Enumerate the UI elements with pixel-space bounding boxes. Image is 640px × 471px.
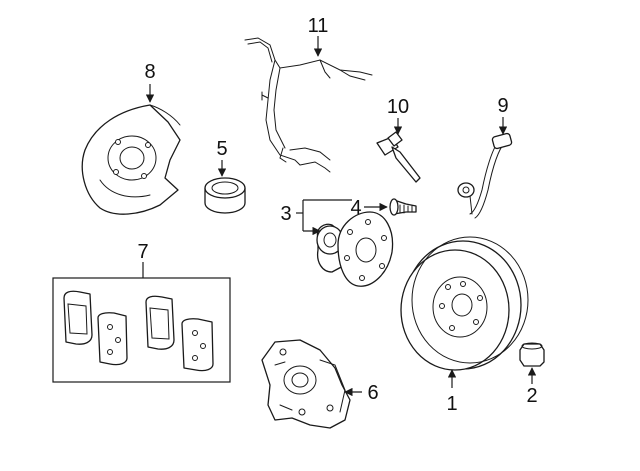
callout-4: 4: [350, 197, 361, 219]
hub-bolt-part: [389, 198, 417, 216]
callout-7: 7: [137, 241, 148, 263]
hub-bearing-part: [316, 211, 394, 287]
pad-kit-box: [52, 277, 231, 383]
abs-sensor-part: [376, 131, 421, 183]
nut-part: [519, 342, 545, 367]
brake-pads-part: [63, 290, 214, 372]
dust-shield-part: [81, 104, 181, 215]
callout-10: 10: [387, 96, 409, 118]
callout-11: 11: [308, 15, 329, 37]
callout-9: 9: [497, 95, 508, 117]
callout-3: 3: [280, 203, 291, 225]
seal-part: [204, 177, 246, 214]
sensor-harness-part: [244, 37, 373, 173]
brake-hose-part: [457, 132, 513, 219]
rotor-part: [400, 236, 529, 371]
caliper-support-part: [261, 339, 351, 429]
callout-5: 5: [216, 138, 227, 160]
callout-2: 2: [526, 385, 537, 407]
callout-6: 6: [367, 382, 378, 404]
callout-1: 1: [446, 393, 457, 415]
callout-8: 8: [144, 61, 155, 83]
